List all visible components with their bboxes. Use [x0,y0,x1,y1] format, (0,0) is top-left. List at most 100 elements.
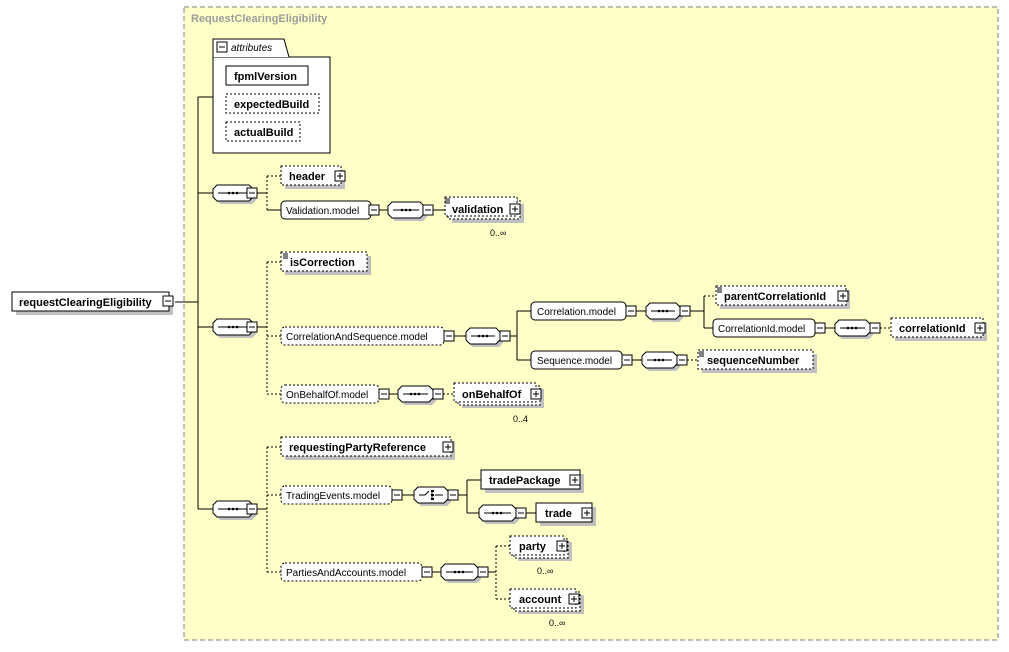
element-requestingpartyreference[interactable]: requestingPartyReference [280,436,455,460]
element-onbehalfof[interactable]: onBehalfOf [453,382,544,408]
onbehalfof-expand-toggle[interactable] [530,388,542,400]
sequence-collapse-toggle[interactable] [246,187,258,199]
svg-text:party: party [519,541,547,553]
sequence-collapse-toggle[interactable] [422,204,434,216]
svg-text:sequenceNumber: sequenceNumber [707,355,800,367]
element-tradepackage[interactable]: tradePackage [480,469,584,493]
svg-text:Validation.model: Validation.model [286,206,359,217]
model-collapse-toggle[interactable] [391,489,403,501]
sequence-compositor[interactable] [641,351,680,371]
text-content-icon [699,351,704,357]
header-expand-toggle[interactable] [334,170,346,182]
element-validation[interactable]: validation [444,196,524,223]
sequence-compositor[interactable] [440,563,481,583]
model-collapse-toggle[interactable] [421,566,433,578]
trade-expand-toggle[interactable] [581,507,593,519]
element-account[interactable]: account [509,588,584,614]
element-correlationid[interactable]: correlationId [890,317,987,341]
svg-text:requestingPartyReference: requestingPartyReference [289,442,426,454]
validation-cardinality: 0..∞ [490,228,506,238]
sequence-collapse-toggle[interactable] [679,305,691,317]
sequence-compositor[interactable] [645,302,683,322]
tradepackage-expand-toggle[interactable] [569,474,581,486]
model-correlation[interactable]: Correlation.model [530,301,627,321]
sequence-collapse-toggle[interactable] [432,388,444,400]
sequence-compositor[interactable] [478,504,519,524]
svg-text:trade: trade [545,508,572,520]
sequence-compositor[interactable] [212,184,256,204]
svg-text:Sequence.model: Sequence.model [537,356,612,367]
element-party[interactable]: party [509,535,572,561]
model-collapse-toggle[interactable] [814,322,826,334]
element-trade[interactable]: trade [535,502,596,526]
sequence-collapse-toggle[interactable] [515,507,527,519]
party-cardinality: 0..∞ [537,566,553,576]
sequence-compositor[interactable] [834,319,873,339]
sequence-compositor[interactable] [212,500,256,520]
sequence-compositor[interactable] [387,201,427,221]
svg-text:isCorrection: isCorrection [290,257,355,269]
attribute-actualbuild[interactable]: actualBuild [225,121,301,142]
svg-text:PartiesAndAccounts.model: PartiesAndAccounts.model [286,568,406,579]
text-content-icon [283,253,288,259]
choice-collapse-toggle[interactable] [447,489,459,501]
account-cardinality: 0..∞ [549,618,565,628]
svg-text:CorrelationAndSequence.model: CorrelationAndSequence.model [286,332,428,343]
element-header[interactable]: header [280,165,345,189]
svg-text:expectedBuild: expectedBuild [234,99,309,111]
model-on-behalf-of[interactable]: OnBehalfOf.model [280,384,380,404]
model-collapse-toggle[interactable] [368,204,380,216]
sequence-collapse-toggle[interactable] [246,503,258,515]
choice-compositor[interactable] [413,486,451,506]
model-correlation-and-sequence[interactable]: CorrelationAndSequence.model [280,326,445,346]
svg-text:TradingEvents.model: TradingEvents.model [286,491,380,502]
sequence-compositor[interactable] [465,327,503,347]
validation-expand-toggle[interactable] [509,203,521,215]
model-collapse-toggle[interactable] [378,388,390,400]
root-element[interactable]: requestClearingEligibility [11,291,173,315]
model-sequence[interactable]: Sequence.model [530,350,623,370]
parentcorrelationid-expand-toggle[interactable] [837,290,849,302]
sequence-collapse-toggle[interactable] [676,354,688,366]
svg-text:requestClearingEligibility: requestClearingEligibility [19,297,153,309]
account-expand-toggle[interactable] [568,593,580,605]
correlationid-expand-toggle[interactable] [974,322,986,334]
text-content-icon [717,287,722,293]
svg-text:actualBuild: actualBuild [234,127,293,139]
svg-text:correlationId: correlationId [899,323,966,335]
element-sequencenumber[interactable]: sequenceNumber [697,349,817,373]
model-parties-and-accounts[interactable]: PartiesAndAccounts.model [280,562,423,582]
svg-text:fpmlVersion: fpmlVersion [234,71,297,83]
model-correlation-id[interactable]: CorrelationId.model [712,318,816,338]
model-collapse-toggle[interactable] [443,330,455,342]
sequence-collapse-toggle[interactable] [869,322,881,334]
svg-text:parentCorrelationId: parentCorrelationId [724,291,826,303]
requestingpartyreference-expand-toggle[interactable] [442,441,454,453]
svg-text:tradePackage: tradePackage [489,475,561,487]
connector-lines [175,96,891,600]
svg-text:CorrelationId.model: CorrelationId.model [718,324,805,335]
model-collapse-toggle[interactable] [625,305,637,317]
party-expand-toggle[interactable] [556,540,568,552]
sequence-compositor[interactable] [212,318,256,338]
sequence-collapse-toggle[interactable] [499,330,511,342]
model-trading-events[interactable]: TradingEvents.model [280,485,393,505]
attribute-fpmlversion[interactable]: fpmlVersion [225,65,309,86]
model-collapse-toggle[interactable] [621,354,633,366]
attributes-collapse-toggle[interactable] [216,41,228,53]
attributes-header: attributes [231,43,272,54]
element-parentcorrelationid[interactable]: parentCorrelationId [715,285,850,309]
sequence-collapse-toggle[interactable] [246,321,258,333]
svg-text:validation: validation [452,204,504,216]
onbehalfof-cardinality: 0..4 [513,414,528,424]
root-collapse-toggle[interactable] [162,295,174,307]
svg-text:account: account [519,594,562,606]
model-validation[interactable]: Validation.model [280,200,372,220]
sequence-compositor[interactable] [397,385,436,405]
svg-text:Correlation.model: Correlation.model [537,307,616,318]
element-iscorrection[interactable]: isCorrection [280,251,371,275]
text-content-icon [445,198,450,204]
sequence-collapse-toggle[interactable] [477,566,489,578]
attribute-expectedbuild[interactable]: expectedBuild [225,93,320,114]
